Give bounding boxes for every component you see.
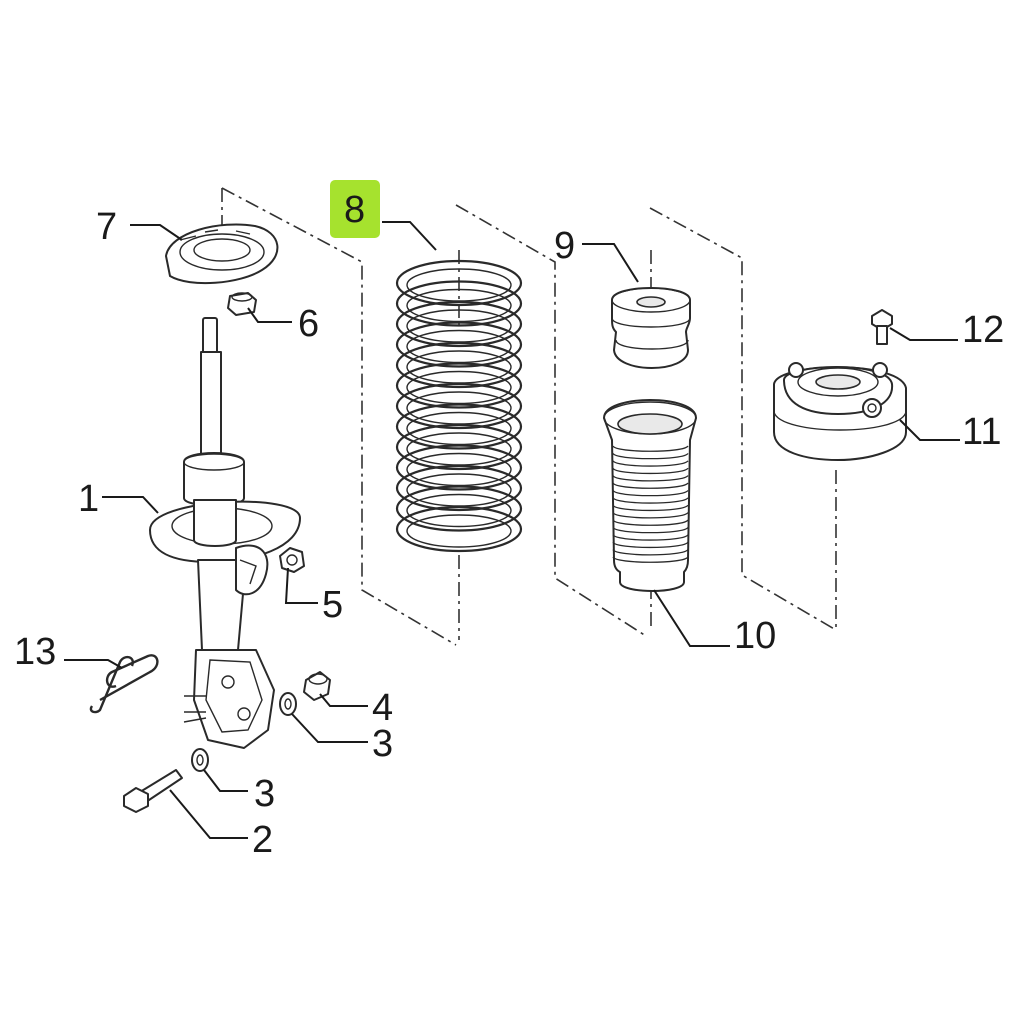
callout-4: 4 — [372, 687, 393, 729]
callout-6: 6 — [298, 303, 319, 345]
part-10-dust-boot[interactable] — [603, 399, 697, 592]
callout-11: 11 — [962, 411, 1001, 453]
part-2-bolt[interactable] — [123, 769, 183, 813]
part-13-clip[interactable] — [89, 654, 159, 714]
assembly-guide-lines — [221, 187, 837, 646]
callout-2: 2 — [252, 819, 273, 861]
callout-7: 7 — [96, 206, 117, 248]
callout-5: 5 — [322, 584, 343, 626]
callout-3-lower: 3 — [254, 773, 275, 815]
part-9-bump-stop[interactable] — [611, 287, 691, 369]
callout-1: 1 — [78, 478, 99, 520]
part-7-spring-seat[interactable] — [165, 223, 279, 285]
part-8-coil-spring[interactable] — [395, 259, 523, 553]
part-5-nut[interactable] — [279, 547, 305, 573]
leader-lines — [64, 221, 960, 839]
callout-labels: 1 2 3 3 4 5 6 7 8 9 10 11 12 13 — [14, 180, 1004, 861]
callout-12: 12 — [962, 309, 1004, 351]
callout-10: 10 — [734, 615, 776, 657]
callout-9: 9 — [554, 225, 575, 267]
part-12-screw[interactable] — [871, 309, 893, 345]
part-4-bushing[interactable] — [303, 671, 331, 701]
part-1-shock-absorber[interactable] — [149, 317, 301, 749]
callout-3-upper: 3 — [372, 723, 393, 765]
part-3-washer-upper[interactable] — [279, 692, 297, 716]
part-3-washer-lower[interactable] — [191, 748, 209, 772]
callout-8-highlight — [330, 180, 380, 238]
callout-8: 8 — [344, 189, 365, 231]
part-11-top-mount[interactable] — [773, 362, 907, 461]
callout-13: 13 — [14, 631, 56, 673]
